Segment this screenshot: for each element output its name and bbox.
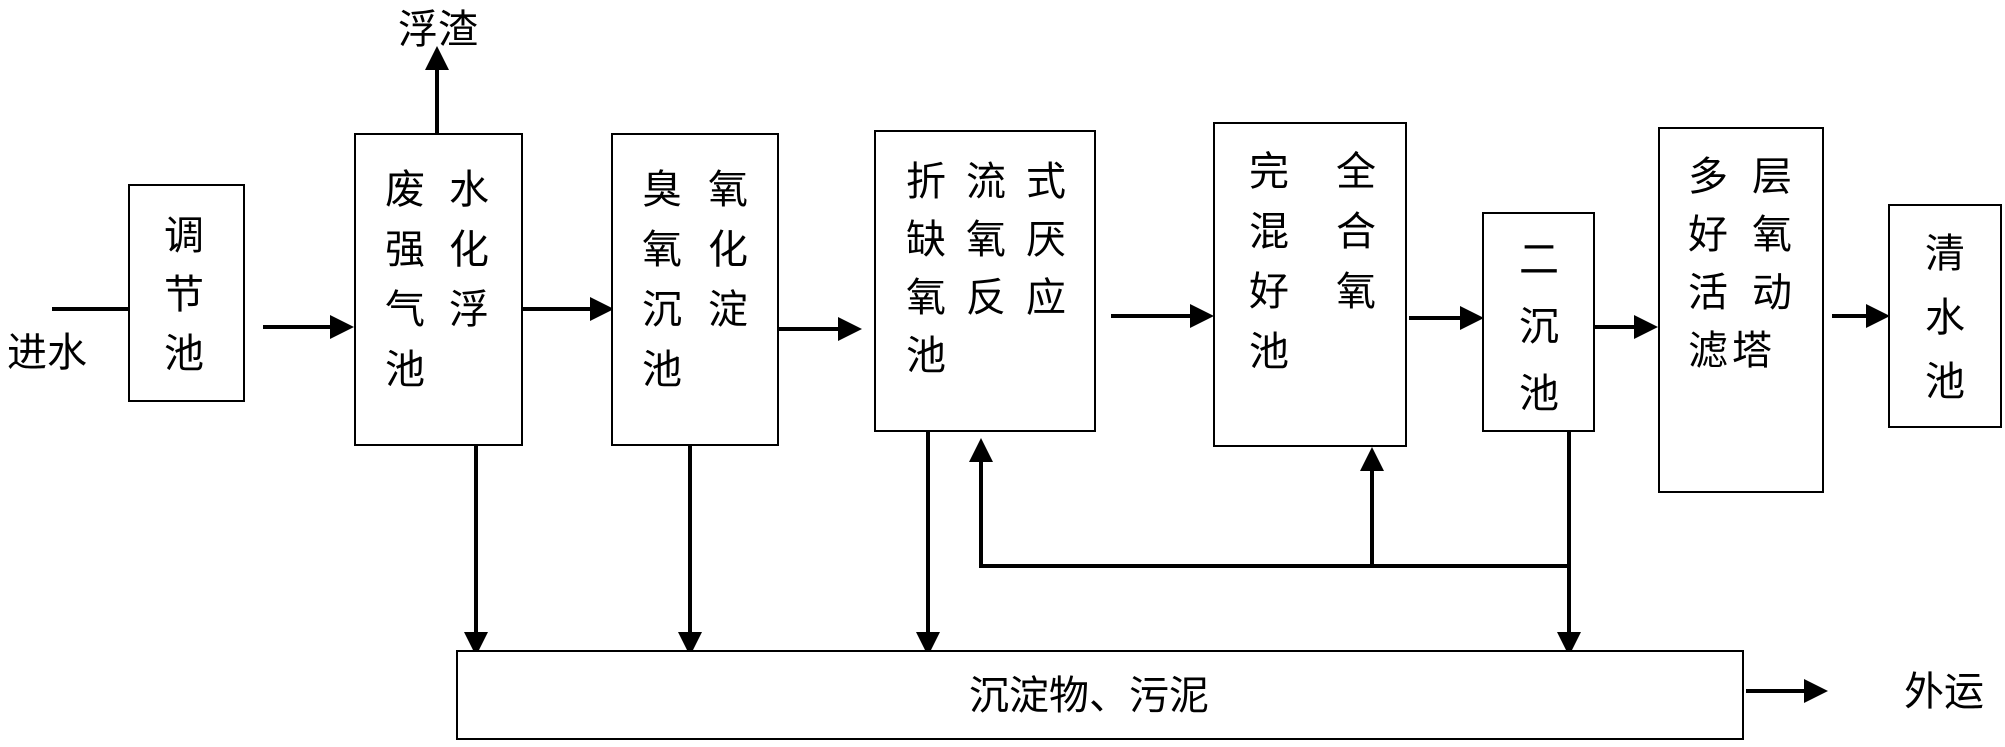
baffled-anoxic-reactor: 折 流 式 缺 氧 厌 氧 反 应 池	[874, 130, 1096, 432]
node-char: 活	[1688, 270, 1728, 316]
node-char: 池	[1249, 329, 1289, 375]
node-char: 浮	[449, 287, 489, 333]
ozone-oxidation-tank: 臭 氧 氧 化 沉 淀 池	[611, 133, 779, 446]
return-line	[979, 462, 1569, 568]
node-char: 厌	[1026, 217, 1066, 263]
node-char: 氧	[708, 167, 748, 213]
node-char: 滤	[1688, 328, 1728, 374]
sludge-collection: 沉淀物、污泥	[456, 650, 1744, 740]
node-char: 池	[1519, 371, 1559, 417]
node-char: 完	[1249, 149, 1289, 195]
node-char: 二	[1519, 237, 1559, 283]
node-char: 沉	[1519, 304, 1559, 350]
sludge-label: 沉淀物、污泥	[969, 673, 1209, 719]
node-char: 全	[1336, 149, 1376, 195]
node-char: 池	[164, 331, 204, 377]
node-char: 好	[1688, 212, 1728, 258]
node-char: 流	[966, 159, 1006, 205]
node-char: 强	[385, 227, 425, 273]
node-char: 式	[1026, 159, 1066, 205]
node-char: 混	[1249, 209, 1289, 255]
node-char: 折	[906, 159, 946, 205]
node-char: 淀	[708, 287, 748, 333]
regulating-tank: 调 节 池	[128, 184, 245, 402]
air-flotation-tank: 废 水 强 化 气 浮 池	[354, 133, 523, 446]
node-char: 池	[906, 333, 946, 379]
node-char: 动	[1752, 270, 1792, 316]
node-char: 塔	[1732, 328, 1772, 374]
multilayer-aerobic-filter-tower: 多 层 好 氧 活 动 滤 塔	[1658, 127, 1824, 493]
node-char: 化	[449, 227, 489, 273]
node-char: 废	[385, 167, 425, 213]
node-char: 调	[164, 213, 204, 259]
node-char: 沉	[642, 287, 682, 333]
node-char: 反	[966, 275, 1006, 321]
inlet-label: 进水	[7, 330, 87, 376]
node-char: 池	[1925, 359, 1965, 405]
node-char: 氧	[1336, 269, 1376, 315]
node-char: 池	[642, 347, 682, 393]
scum-label: 浮渣	[398, 7, 478, 53]
export-label: 外运	[1904, 669, 1984, 715]
node-char: 合	[1336, 209, 1376, 255]
node-char: 氧	[642, 227, 682, 273]
node-char: 节	[164, 272, 204, 318]
node-char: 臭	[642, 167, 682, 213]
clean-water-tank: 清 水 池	[1888, 204, 2002, 428]
node-char: 氧	[1752, 212, 1792, 258]
node-char: 好	[1249, 269, 1289, 315]
node-char: 化	[708, 227, 748, 273]
node-char: 应	[1026, 275, 1066, 321]
node-char: 层	[1752, 154, 1792, 200]
secondary-clarifier: 二 沉 池	[1482, 212, 1595, 432]
node-char: 清	[1925, 231, 1965, 277]
node-char: 水	[449, 167, 489, 213]
node-char: 氧	[966, 217, 1006, 263]
node-char: 水	[1925, 295, 1965, 341]
node-char: 气	[385, 287, 425, 333]
node-char: 缺	[906, 217, 946, 263]
node-char: 多	[1688, 154, 1728, 200]
node-char: 池	[385, 347, 425, 393]
node-char: 氧	[906, 275, 946, 321]
complete-mix-aerobic-tank: 完 全 混 合 好 氧 池	[1213, 122, 1407, 447]
